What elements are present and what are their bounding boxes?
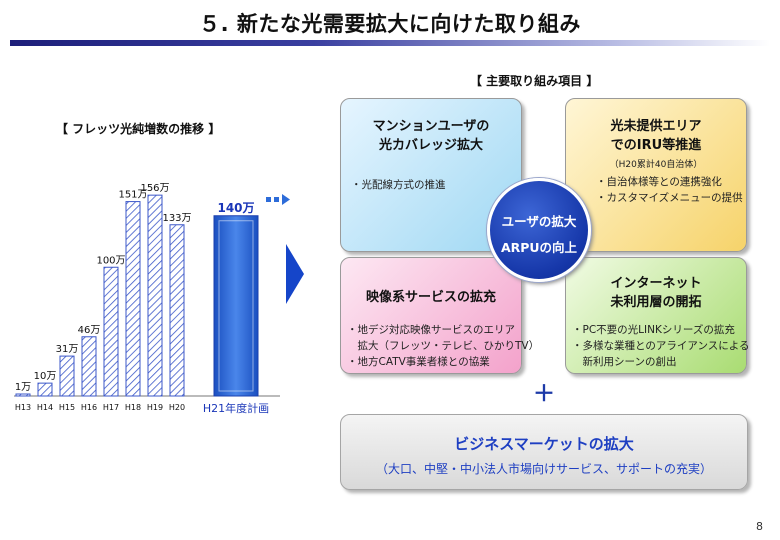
page-title: ５. 新たな光需要拡大に向けた取り組み: [199, 12, 581, 36]
items-heading: 【 主要取り組み項目 】: [470, 74, 599, 88]
value-label-h15: 31万: [56, 344, 79, 355]
bar-h14: [37, 382, 53, 397]
big-arrow-icon: [286, 244, 304, 304]
tick-label-h20: H20: [169, 403, 185, 412]
iru-promotion-title-1: 光未提供エリア: [610, 119, 702, 134]
iru-promotion-card: 光未提供エリア でのIRU等推進 （H20累計40自治体） ・自治体様等との連携…: [565, 98, 747, 252]
tick-label-h18: H18: [125, 403, 141, 412]
user-expansion-circle: ユーザの拡大 ARPUの向上: [487, 178, 591, 282]
video-service-bullet-2: 拡大（フレッツ・テレビ、ひかりTV）: [347, 340, 540, 352]
tick-label-h19: H19: [147, 403, 163, 412]
value-label-h14: 10万: [34, 371, 57, 382]
video-service-card: 映像系サービスの拡充 ・地デジ対応映像サービスのエリア 拡大（フレッツ・テレビ、…: [340, 257, 539, 374]
fletts-growth-chart: 1万 H13 10万 H14 31万 H15 46万 H16 100万 H17 151万 H18 156…: [14, 183, 290, 415]
video-service-bullet-1: ・地デジ対応映像サービスのエリア: [347, 324, 515, 336]
internet-nonuser-bullet-2: ・多様な業種とのアライアンスによる: [572, 340, 750, 352]
value-label-h16: 46万: [78, 325, 101, 336]
internet-nonuser-card: インターネット 未利用層の開拓 ・PC不要の光LINKシリーズの拡充 ・多様な業…: [565, 257, 750, 374]
bar-h13: [15, 393, 31, 397]
arpu-label: ARPUの向上: [500, 240, 578, 255]
tick-label-h17: H17: [103, 403, 119, 412]
chart-heading: 【 フレッツ光純増数の推移 】: [56, 122, 221, 136]
iru-promotion-bullet-1: ・自治体様等との連携強化: [596, 176, 722, 188]
iru-promotion-bullet-2: ・カスタマイズメニューの提供: [596, 192, 743, 204]
plan-bar: [213, 215, 259, 397]
value-label-h17: 100万: [96, 255, 125, 266]
business-market-subtitle: （大口、中堅・中小法人市場向けサービス、サポートの充実）: [375, 462, 712, 476]
plan-arrow: [266, 194, 290, 205]
internet-nonuser-bullet-1: ・PC不要の光LINKシリーズの拡充: [572, 324, 735, 336]
plan-tick-label: H21年度計画: [203, 401, 269, 415]
internet-nonuser-title-1: インターネット: [610, 276, 702, 291]
tick-label-h14: H14: [37, 403, 53, 412]
iru-promotion-title-2: でのIRU等推進: [610, 138, 702, 153]
plan-bar-inner-frame: [218, 220, 254, 392]
internet-nonuser-title-2: 未利用層の開拓: [610, 295, 702, 310]
mansion-coverage-bullet: ・光配線方式の推進: [351, 179, 446, 191]
bar-h18: [125, 201, 141, 397]
plus-icon: ＋: [533, 382, 556, 407]
tick-label-h15: H15: [59, 403, 75, 412]
bar-h17: [103, 266, 119, 397]
mansion-coverage-title-1: マンションユーザの: [372, 119, 490, 134]
title-rule: [10, 40, 770, 46]
bar-h15: [59, 355, 75, 397]
business-market-box: ビジネスマーケットの拡大 （大口、中堅・中小法人市場向けサービス、サポートの充実…: [340, 414, 748, 490]
value-label-h13: 1万: [15, 382, 31, 393]
plan-value-label: 140万: [217, 201, 254, 215]
internet-nonuser-bullet-3: 新利用シーンの創出: [572, 356, 677, 368]
value-label-h20: 133万: [162, 213, 191, 224]
page-number: 8: [756, 520, 763, 533]
bar-h19: [147, 194, 163, 397]
mansion-coverage-title-2: 光カバレッジ拡大: [378, 138, 483, 153]
value-label-h19: 156万: [140, 183, 169, 194]
bar-h20: [169, 224, 185, 397]
business-market-title: ビジネスマーケットの拡大: [454, 435, 634, 453]
value-label-h18: 151万: [118, 190, 147, 201]
video-service-title: 映像系サービスの拡充: [365, 290, 496, 305]
user-expansion-label: ユーザの拡大: [501, 214, 577, 229]
tick-label-h16: H16: [81, 403, 97, 412]
bar-h16: [81, 336, 97, 397]
tick-label-h13: H13: [15, 403, 31, 412]
video-service-bullet-3: ・地方CATV事業者様との協業: [347, 356, 490, 368]
iru-promotion-subtitle: （H20累計40自治体）: [609, 160, 703, 170]
